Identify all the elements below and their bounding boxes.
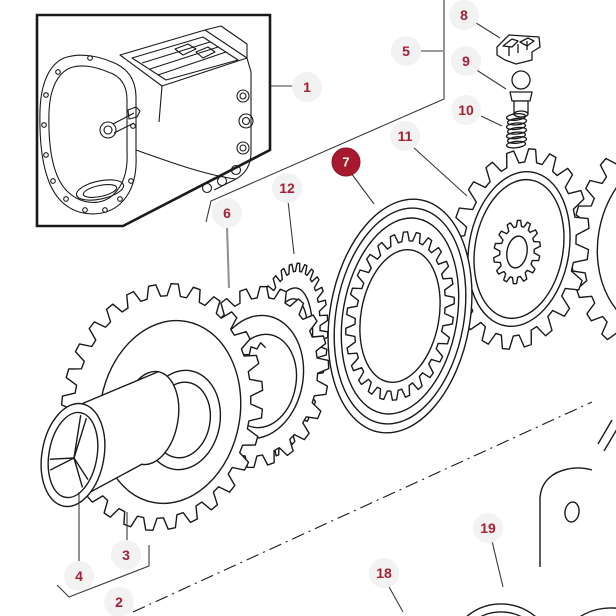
callout-label: 1 xyxy=(303,79,311,95)
leader-12 xyxy=(287,200,295,255)
callout-label: 6 xyxy=(223,205,231,221)
callout-label: 5 xyxy=(402,43,410,59)
callout-11[interactable]: 11 xyxy=(390,121,420,151)
callout-8[interactable]: 8 xyxy=(449,0,479,30)
callout-6[interactable]: 6 xyxy=(212,198,242,228)
leader-6 xyxy=(226,226,230,289)
callout-label: 7 xyxy=(342,154,350,170)
callout-3[interactable]: 3 xyxy=(111,540,141,570)
callout-10[interactable]: 10 xyxy=(451,95,481,125)
callout-12[interactable]: 12 xyxy=(272,173,302,203)
callout-7[interactable]: 7 xyxy=(331,147,361,177)
leader-9 xyxy=(474,68,507,90)
bushing-4 xyxy=(40,370,180,508)
leader-2-bracket xyxy=(56,545,150,598)
callout-18[interactable]: 18 xyxy=(369,558,399,588)
callout-label: 9 xyxy=(462,53,470,69)
leader-7 xyxy=(350,172,375,205)
detent-parts xyxy=(496,34,541,149)
callout-5[interactable]: 5 xyxy=(391,36,421,66)
callout-label: 2 xyxy=(115,594,123,610)
transmission-housing-drawing xyxy=(39,25,254,215)
leader-18 xyxy=(387,584,404,613)
bottom-right-parts xyxy=(451,419,616,616)
leader-lines xyxy=(56,0,507,613)
callout-label: 18 xyxy=(376,565,392,581)
callout-19[interactable]: 19 xyxy=(473,513,503,543)
callout-label: 8 xyxy=(460,7,468,23)
partial-gear-right-edge xyxy=(570,152,616,341)
callout-label: 3 xyxy=(122,547,130,563)
leader-5-group xyxy=(205,0,445,223)
callout-2[interactable]: 2 xyxy=(104,587,134,616)
bearing-ring-right-edge xyxy=(555,607,616,616)
shift-key-8 xyxy=(496,34,541,65)
housing-inset xyxy=(35,13,272,228)
leader-11 xyxy=(412,146,468,197)
callout-label: 10 xyxy=(458,102,474,118)
leader-8 xyxy=(472,20,501,39)
callout-9[interactable]: 9 xyxy=(451,46,481,76)
callout-1[interactable]: 1 xyxy=(292,72,322,102)
synchro-hub-gear-11 xyxy=(448,148,590,350)
bearing-ring-19 xyxy=(451,603,553,616)
callout-label: 12 xyxy=(279,180,295,196)
synchro-sleeve-7 xyxy=(327,198,473,434)
housing-fragment xyxy=(539,419,616,567)
axis-centerline xyxy=(132,401,593,613)
callout-label: 11 xyxy=(397,128,413,144)
inset-frame xyxy=(35,13,272,228)
gear-train-parts xyxy=(40,148,616,531)
callout-label: 19 xyxy=(480,520,496,536)
leader-19 xyxy=(491,540,504,588)
callout-label: 4 xyxy=(75,568,83,584)
callout-4[interactable]: 4 xyxy=(64,561,94,591)
leader-10 xyxy=(480,115,503,127)
detent-spring-10 xyxy=(505,113,528,149)
detent-plunger-9 xyxy=(509,70,533,118)
